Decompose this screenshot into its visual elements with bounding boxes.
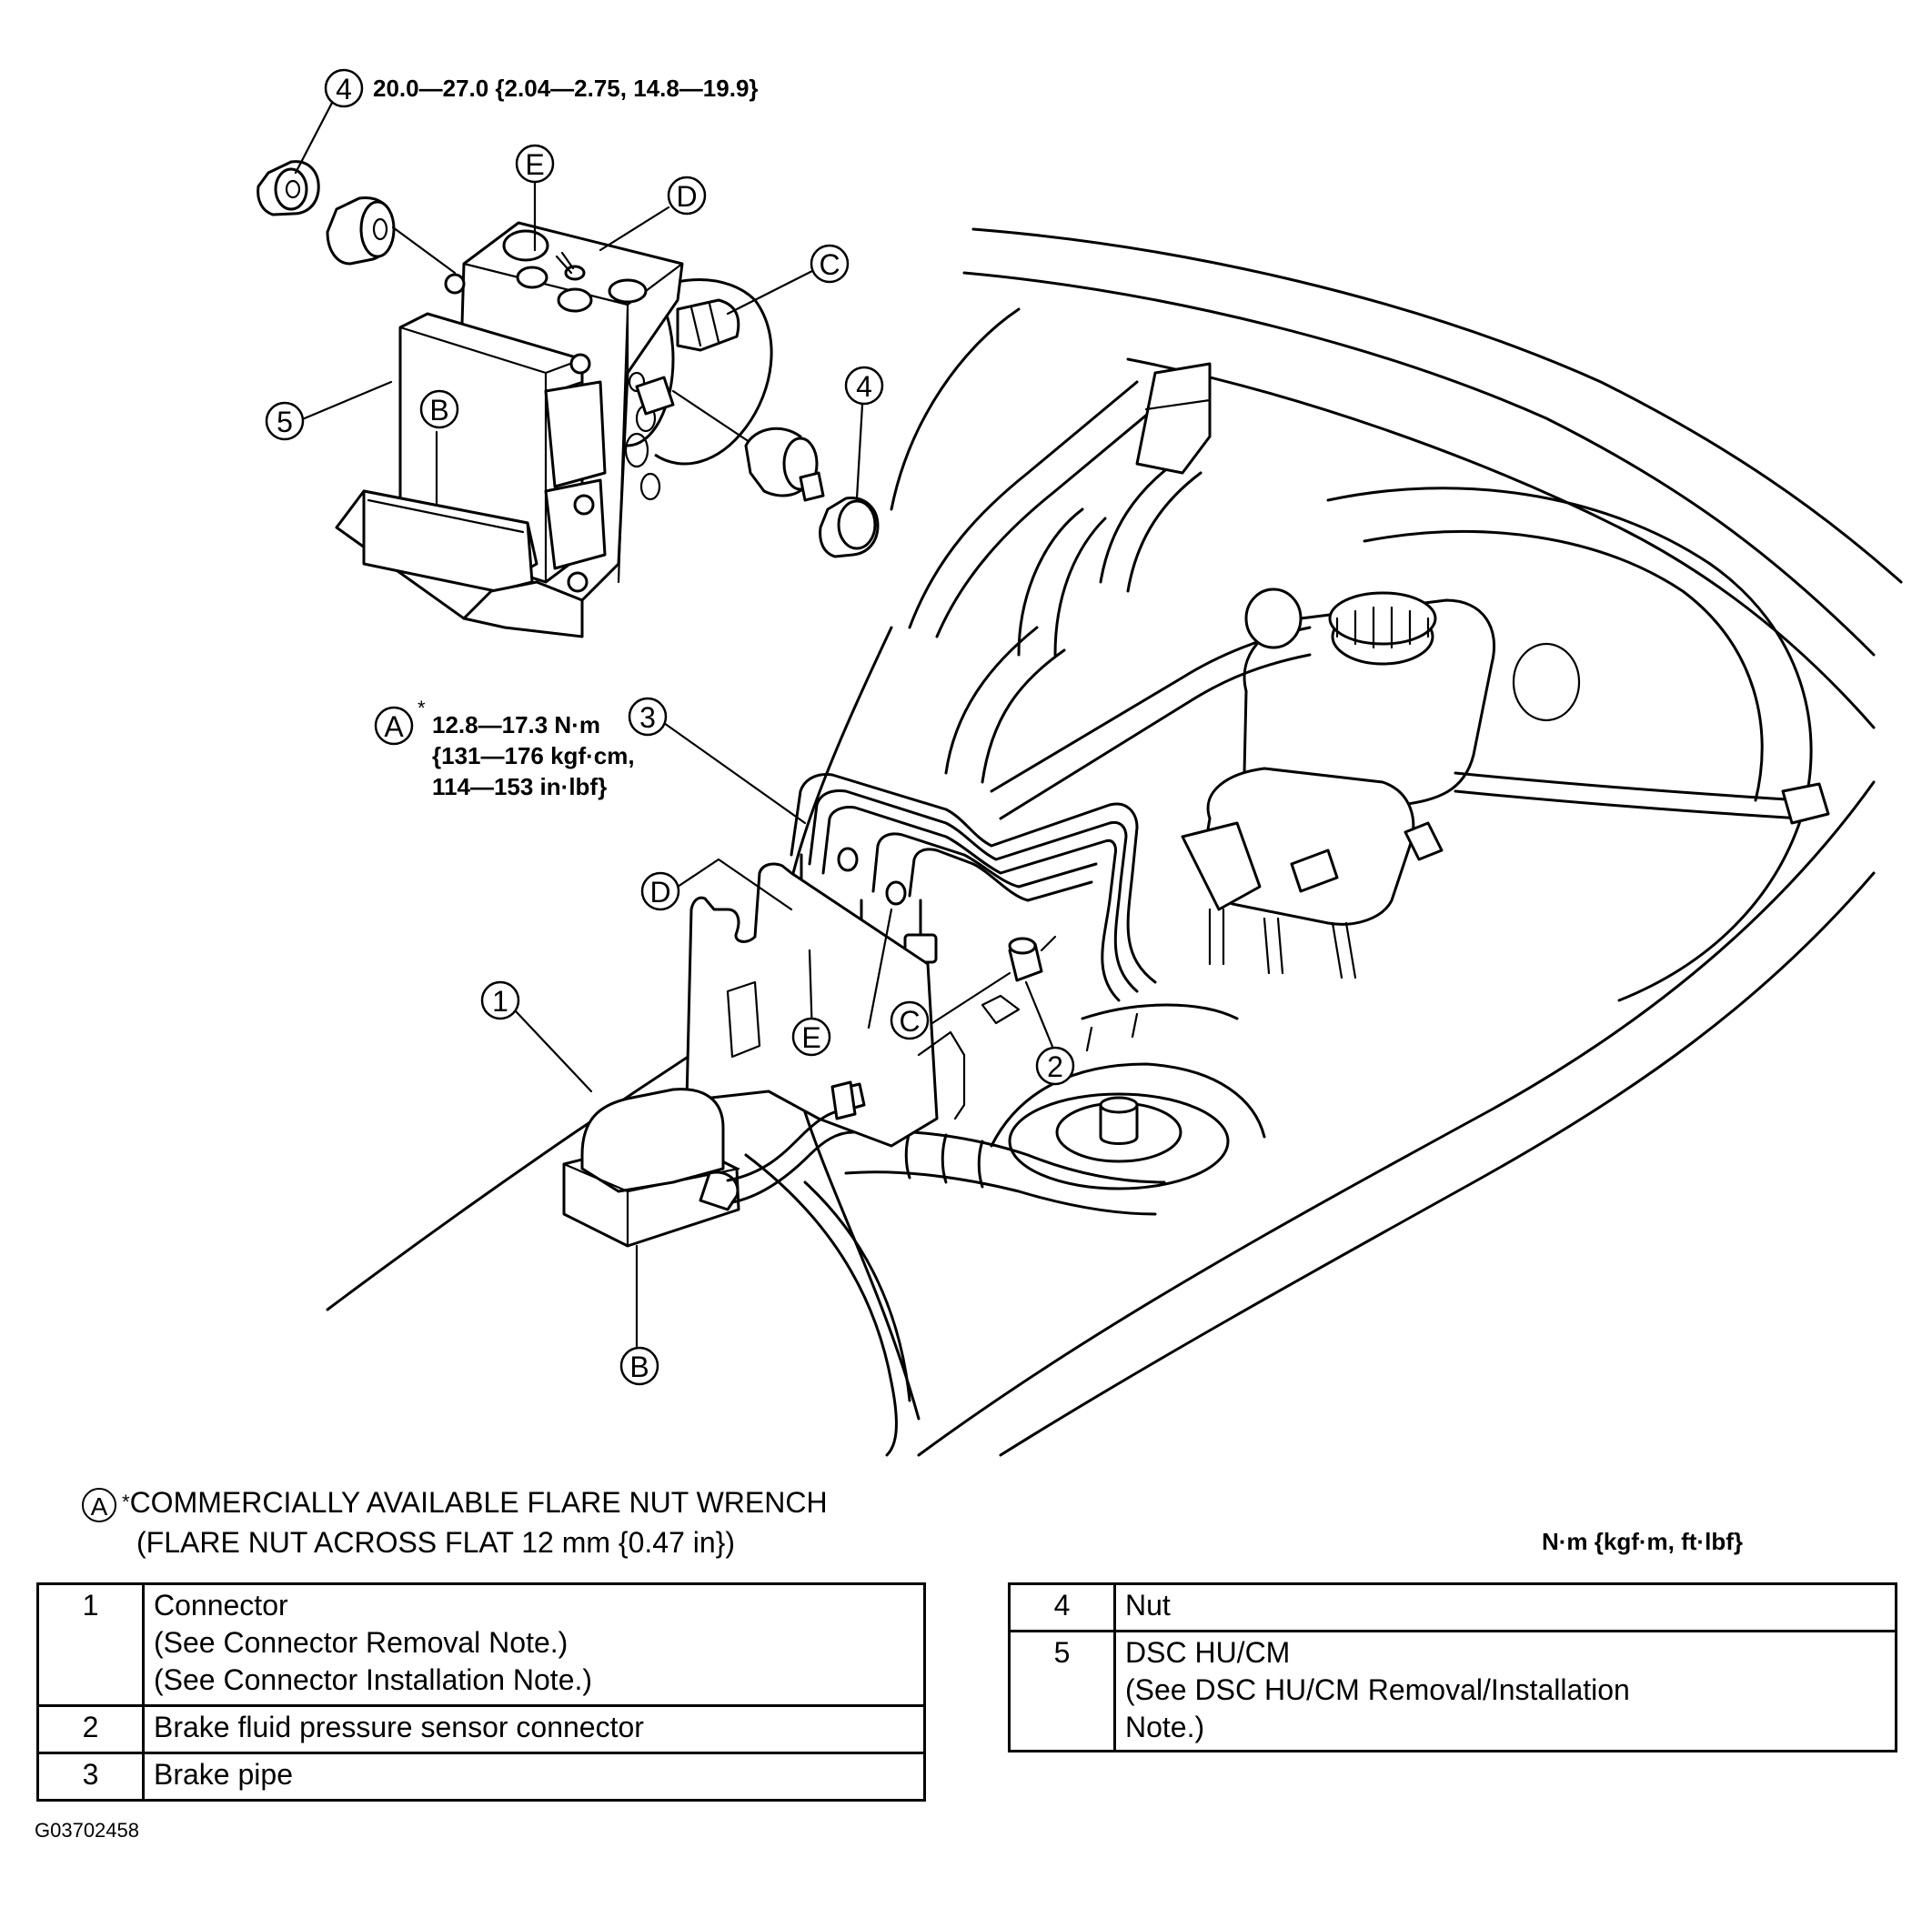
table-row: 2 Brake fluid pressure sensor connector (36, 1704, 926, 1754)
parts-table-left: 1 Connector (See Connector Removal Note.… (36, 1582, 926, 1802)
tool-note-line1: A *COMMERCIALLY AVAILABLE FLARE NUT WRENC… (82, 1482, 828, 1522)
table-row: 3 Brake pipe (36, 1752, 926, 1802)
svg-text:B: B (429, 394, 448, 427)
svg-text:5: 5 (277, 406, 293, 438)
callout-B-top: B (419, 389, 459, 429)
table-row: 1 Connector (See Connector Removal Note.… (36, 1582, 926, 1707)
svg-text:B: B (629, 1351, 649, 1383)
tool-note-line2: (FLARE NUT ACROSS FLAT 12 mm {0.47 in}) (136, 1526, 735, 1559)
callout-C-low: C (890, 1000, 930, 1040)
torque-units-label: N·m {kgf·m, ft·lbf} (1542, 1528, 1743, 1555)
svg-text:C: C (899, 1005, 920, 1038)
part-number: 5 (1008, 1630, 1116, 1752)
svg-text:4: 4 (336, 73, 352, 105)
callout-E-low: E (791, 1017, 831, 1057)
part-description: DSC HU/CM (See DSC HU/CM Removal/Install… (1113, 1630, 1897, 1752)
figure-id: G03702458 (35, 1819, 139, 1842)
nut-torque-spec: 20.0—27.0 {2.04—2.75, 14.8—19.9} (373, 75, 759, 102)
callout-5: 5 (265, 401, 305, 441)
part-number: 1 (36, 1582, 145, 1707)
svg-text:4: 4 (856, 370, 872, 403)
connector-part-1 (562, 1080, 857, 1248)
svg-text:2: 2 (1047, 1050, 1063, 1083)
engine-bay-outline (326, 227, 1903, 1457)
svg-text:D: D (676, 180, 697, 213)
part-description: Brake fluid pressure sensor connector (142, 1704, 926, 1754)
part-description: Brake pipe (142, 1752, 926, 1802)
svg-text:1: 1 (492, 985, 508, 1018)
tool-note-text1: COMMERCIALLY AVAILABLE FLARE NUT WRENCH (129, 1486, 828, 1519)
part-description: Nut (1113, 1582, 1897, 1632)
callout-A-spec: A (374, 706, 414, 746)
svg-text:E: E (525, 148, 544, 181)
callout-E-top: E (515, 144, 555, 184)
callout-3: 3 (628, 697, 668, 737)
mounting-bracket (685, 862, 1057, 1148)
dsc-hu-cm-unit (257, 160, 880, 638)
part-number: 2 (36, 1704, 145, 1754)
callout-D-low: D (640, 871, 680, 911)
pipe-torque-spec-line2: {131—176 kgf·cm, (432, 742, 635, 769)
tool-note-star: * (122, 1491, 130, 1513)
callout-1: 1 (480, 980, 520, 1020)
tool-note-badge: A (82, 1487, 116, 1522)
svg-text:3: 3 (639, 701, 656, 734)
svg-text:A: A (384, 710, 404, 743)
parts-table-right: 4 Nut 5 DSC HU/CM (See DSC HU/CM Removal… (1008, 1582, 1897, 1752)
svg-text:D: D (649, 876, 670, 909)
leader-lines (294, 101, 1057, 1348)
callout-C-top: C (810, 244, 850, 284)
brake-system-diagram: 4 E D C 4 5 B A 3 D 1 E (257, 68, 1903, 1457)
tool-note: A *COMMERCIALLY AVAILABLE FLARE NUT WRENC… (82, 1482, 828, 1562)
table-row: 5 DSC HU/CM (See DSC HU/CM Removal/Insta… (1008, 1630, 1897, 1752)
spec-asterisk: * (418, 697, 426, 719)
callout-4-top: 4 (324, 68, 364, 108)
svg-text:C: C (819, 248, 840, 281)
part-description: Connector (See Connector Removal Note.) … (142, 1582, 926, 1707)
callout-2: 2 (1035, 1046, 1075, 1086)
table-row: 4 Nut (1008, 1582, 1897, 1632)
svg-text:E: E (801, 1021, 820, 1054)
callout-B-low: B (619, 1346, 659, 1386)
pipe-torque-spec-line1: 12.8—17.3 N·m (432, 711, 600, 738)
part-number: 3 (36, 1752, 145, 1802)
callout-4-right: 4 (844, 366, 884, 406)
part-number: 4 (1008, 1582, 1116, 1632)
callout-D-top: D (667, 176, 707, 216)
pipe-torque-spec-line3: 114—153 in·lbf} (432, 773, 607, 800)
